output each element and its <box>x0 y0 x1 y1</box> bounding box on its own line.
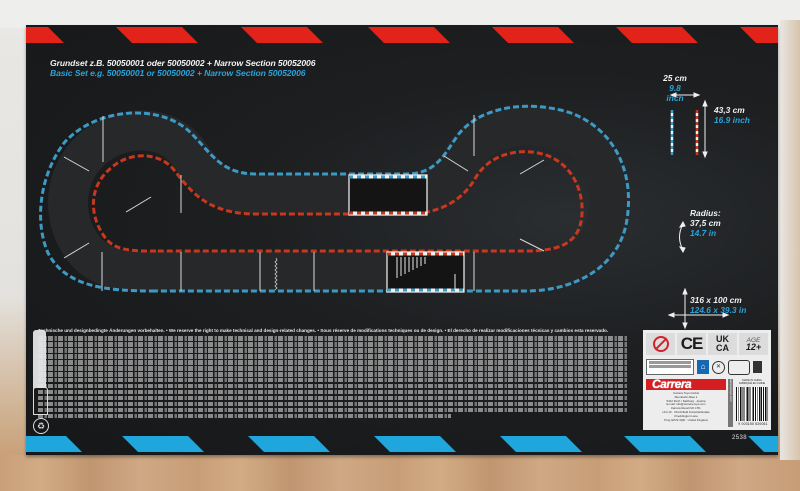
age-value: 12+ <box>745 341 762 352</box>
legal-line <box>38 347 628 353</box>
ukca-bottom: CA <box>716 343 729 353</box>
carrera-logo: Carrera <box>652 377 692 391</box>
set-title-german: Grundset z.B. 50050001 oder 50050002 + N… <box>50 58 316 68</box>
legal-headline: Technische und designbedingte Änderungen… <box>38 328 609 333</box>
weee-bin-icon <box>753 361 762 373</box>
width-inch: 9.8 inch <box>666 83 684 103</box>
made-in-china: MADE IN CHINA FABRIQUÉ EN CHINE <box>735 379 769 385</box>
address-line: 5412 Puch / Salzburg · Austria <box>666 398 706 403</box>
blue-stripe <box>748 436 778 452</box>
layout-inch: 124.6 x 39.3 in <box>690 305 747 315</box>
radius-inch: 14.7 in <box>690 228 717 238</box>
radius-label: Radius: <box>690 208 721 218</box>
barcode <box>736 387 768 421</box>
product-box-back: Grundset z.B. 50050001 oder 50050002 + N… <box>26 25 778 455</box>
legal-line <box>38 395 628 401</box>
triman-recycle-icon: ♻ <box>33 418 49 434</box>
ce-mark-icon: CE <box>677 333 706 355</box>
lap-counter-marker <box>274 257 278 291</box>
piece-separators <box>63 115 545 291</box>
info-icon-row: ⌂ ✕ <box>646 357 768 377</box>
address-line: E-mail: info@carrera-toys.com <box>666 402 706 407</box>
print-code: 2538 <box>732 435 747 441</box>
dimension-arrows <box>667 92 730 330</box>
legal-text-block: Technische und designbedingte Änderungen… <box>38 328 628 420</box>
vertical-url: carrera-toys.com <box>728 379 733 427</box>
start-grid-lines <box>396 257 456 290</box>
made-in-line: MADE IN CHINA <box>742 379 762 382</box>
legal-line <box>38 353 628 359</box>
layout-dimension: 316 x 100 cm 124.6 x 39.3 in <box>690 295 746 315</box>
legal-line <box>38 413 451 419</box>
manufacturer-address: Carrera Toys GmbH Rennbahn Allee 1 5412 … <box>647 391 725 422</box>
legal-line <box>38 365 628 371</box>
blue-stripe <box>500 436 582 452</box>
blue-stripe <box>122 436 204 452</box>
width-dimension: 25 cm 9.8 inch <box>660 73 690 103</box>
made-in-line: FABRIQUÉ EN CHINE <box>738 382 766 386</box>
address-line: Carrera Revell UK LTD. <box>670 406 702 411</box>
radius-cm: 37,5 cm <box>690 218 721 228</box>
carton-icon <box>728 359 750 375</box>
bottom-warning-stripes <box>26 436 778 452</box>
address-line: Cheddington Lane <box>674 413 698 418</box>
legal-line <box>38 401 628 407</box>
legal-line <box>38 377 628 383</box>
set-title-english: Basic Set e.g. 50050001 or 50050002 + Na… <box>50 68 306 78</box>
address-line: Unit 10 · Old Airfield Industrial Estate <box>662 409 710 414</box>
address-line: Carrera Toys GmbH <box>673 391 699 395</box>
age-label: AGE <box>746 336 761 344</box>
legal-line <box>38 336 628 341</box>
product-info-table <box>646 359 694 375</box>
recycle-bin-icon: ⌂ <box>697 360 709 374</box>
legal-line <box>38 389 628 395</box>
brand-bar <box>646 379 726 390</box>
blue-stripe <box>624 436 706 452</box>
legal-line <box>38 407 628 413</box>
legal-line <box>38 383 628 389</box>
piece-sample-icon <box>670 110 699 155</box>
barcode-number: 9 003150 520061 <box>738 422 768 426</box>
small-parts-warning-icon <box>646 333 675 355</box>
blue-stripe <box>374 436 456 452</box>
length-inch: 16.9 inch <box>714 115 750 125</box>
radius-dimension: Radius: 37,5 cm 14.7 in <box>690 208 721 238</box>
length-dimension: 43,3 cm 16.9 inch <box>714 105 750 125</box>
wall-edge <box>780 20 800 460</box>
blue-stripe <box>248 436 330 452</box>
ukca-top: UK <box>716 334 729 344</box>
layout-cm: 316 x 100 cm <box>690 295 742 305</box>
blue-stripe <box>26 436 82 452</box>
no-child-icon: ✕ <box>712 360 725 374</box>
length-cm: 43,3 cm <box>714 105 745 115</box>
narrow-section-lower <box>386 251 465 293</box>
wall-background <box>0 0 800 28</box>
address-line: Rennbahn Allee 1 <box>674 394 698 399</box>
legal-line <box>38 371 628 377</box>
address-line: Tring HP23 4QR · United Kingdom <box>663 417 709 422</box>
legal-line <box>38 341 628 347</box>
width-cm: 25 cm <box>663 73 687 83</box>
set-title: Grundset z.B. 50050001 oder 50050002 + N… <box>50 58 315 78</box>
narrow-section-upper <box>348 174 428 216</box>
legal-line <box>38 359 628 365</box>
wooden-floor <box>0 455 800 491</box>
track-layout-diagram <box>39 92 730 330</box>
